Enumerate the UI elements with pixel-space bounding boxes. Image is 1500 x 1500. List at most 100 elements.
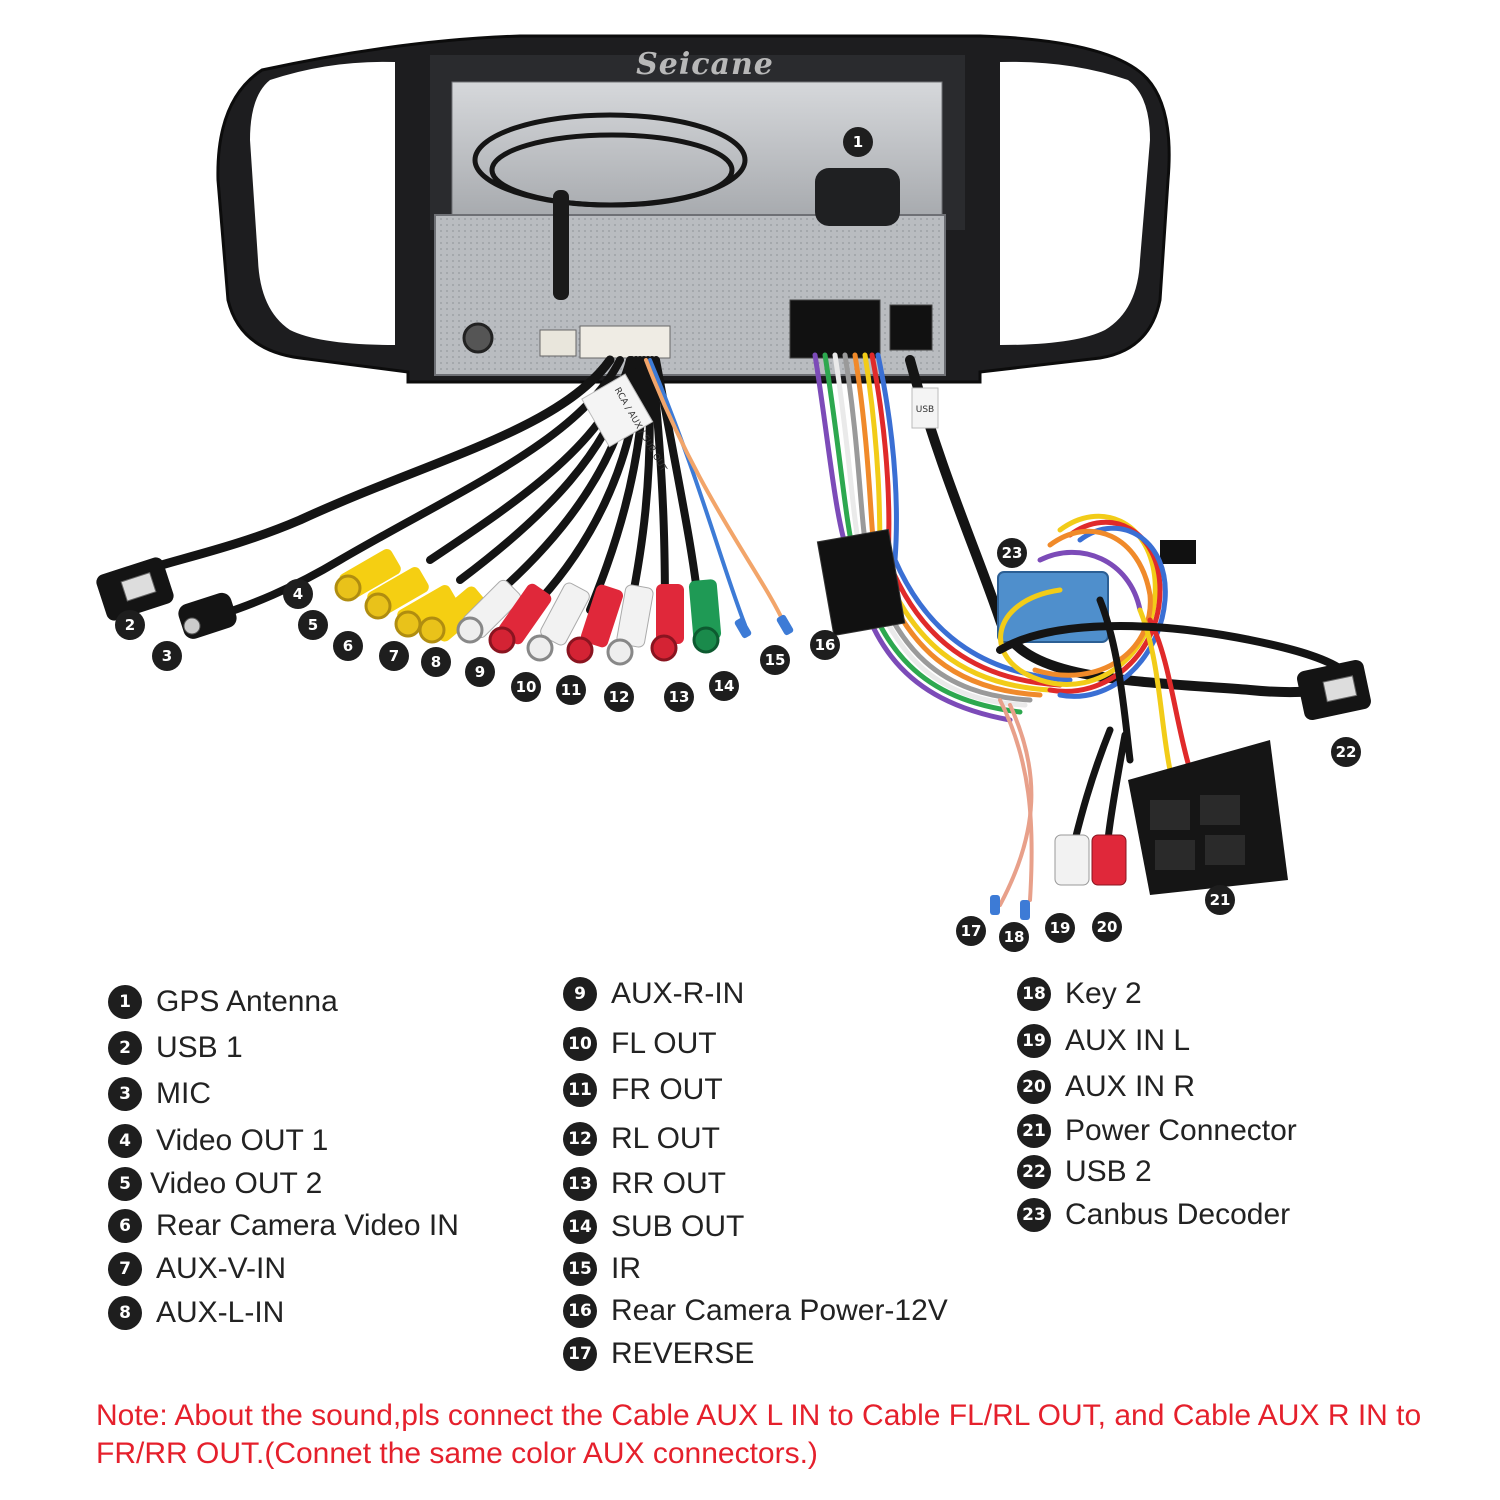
- rca-rr-out: [650, 584, 684, 662]
- legend-number: 12: [563, 1122, 597, 1156]
- legend-label: Power Connector: [1065, 1114, 1297, 1147]
- svg-text:11: 11: [561, 681, 582, 699]
- legend-label: AUX-R-IN: [611, 977, 745, 1010]
- svg-text:20: 20: [1097, 918, 1118, 936]
- callout-3: 3: [152, 641, 182, 671]
- cable-cam-power: [644, 358, 787, 627]
- harness-wire-blue: [875, 352, 1073, 683]
- legend-number: 7: [108, 1252, 142, 1286]
- cam-power-wire-end: [776, 614, 794, 636]
- legend-label: Rear Camera Power-12V: [611, 1294, 948, 1327]
- legend-label: Canbus Decoder: [1065, 1198, 1291, 1231]
- rca-connectors: [334, 549, 794, 666]
- key2-wire-end: [1020, 900, 1030, 920]
- callout-5: 5: [298, 610, 328, 640]
- frame-right-window: [1000, 61, 1150, 346]
- rca-video-out-2: [364, 567, 429, 620]
- legend-number: 22: [1017, 1155, 1051, 1189]
- rca-aux-v-in: [418, 586, 488, 644]
- head-unit: Seicane: [216, 34, 1171, 384]
- usb-cable-tag-text: USB: [916, 405, 934, 415]
- svg-text:21: 21: [1210, 891, 1231, 909]
- callout-14: 14: [709, 671, 739, 701]
- svg-text:19: 19: [1050, 919, 1071, 937]
- legend-label: FL OUT: [611, 1027, 717, 1060]
- callout-18: 18: [999, 922, 1029, 952]
- socket-left: [539, 329, 577, 357]
- legend-number: 19: [1017, 1024, 1051, 1058]
- legend-item: 4 Video OUT 1: [108, 1124, 328, 1158]
- rca-aux-r-in: [488, 583, 552, 654]
- callout-4: 4: [283, 579, 313, 609]
- callout-21: 21: [1205, 885, 1235, 915]
- legend-number: 17: [563, 1337, 597, 1371]
- power-connector: [1128, 740, 1288, 895]
- callout-19: 19: [1045, 913, 1075, 943]
- rca-sub-out: [688, 579, 722, 654]
- callout-16: 16: [810, 630, 840, 660]
- callout-9: 9: [465, 657, 495, 687]
- legend-number: 11: [563, 1073, 597, 1107]
- legend-label: MIC: [156, 1077, 211, 1110]
- legend-label: FR OUT: [611, 1073, 723, 1106]
- legend-label: USB 1: [156, 1031, 243, 1064]
- callout-23: 23: [997, 538, 1027, 568]
- usb1-connector: [96, 557, 174, 621]
- legend-label: Rear Camera Video IN: [156, 1209, 459, 1242]
- callout-12: 12: [604, 682, 634, 712]
- socket-rca: [579, 325, 671, 359]
- legend-number: 20: [1017, 1070, 1051, 1104]
- svg-text:1: 1: [853, 133, 863, 151]
- legend-number: 13: [563, 1167, 597, 1201]
- usb2-connector: [1297, 659, 1371, 721]
- svg-text:8: 8: [431, 653, 441, 671]
- frame-left-window: [250, 61, 395, 346]
- svg-text:2: 2: [125, 616, 135, 634]
- legend-number: 14: [563, 1210, 597, 1244]
- legend-label: USB 2: [1065, 1155, 1152, 1188]
- svg-text:17: 17: [961, 922, 982, 940]
- callout-8: 8: [421, 647, 451, 677]
- harness-mid-plug: [816, 528, 906, 637]
- wifi-antenna: [553, 190, 569, 300]
- rca-cable-tag: [581, 373, 654, 448]
- svg-text:7: 7: [389, 647, 399, 665]
- legend-label: Video OUT 1: [156, 1124, 329, 1157]
- callout-6: 6: [333, 631, 363, 661]
- callout-20: 20: [1092, 912, 1122, 942]
- svg-text:12: 12: [609, 688, 630, 706]
- legend-number: 3: [108, 1077, 142, 1111]
- svg-text:6: 6: [343, 637, 353, 655]
- legend-label: RL OUT: [611, 1122, 720, 1155]
- loom-coil: [996, 513, 1349, 773]
- callout-7: 7: [379, 641, 409, 671]
- legend-number: 4: [108, 1124, 142, 1158]
- legend-item: 3 MIC: [108, 1077, 211, 1111]
- cable-usb1: [115, 355, 615, 583]
- ground-stud: [462, 322, 494, 354]
- callout-13: 13: [664, 682, 694, 712]
- legend-item: 12 RL OUT: [563, 1122, 720, 1156]
- svg-text:23: 23: [1002, 544, 1023, 562]
- legend-item: 2 USB 1: [108, 1031, 243, 1065]
- svg-text:22: 22: [1336, 743, 1357, 761]
- svg-text:18: 18: [1004, 928, 1025, 946]
- callout-17: 17: [956, 916, 986, 946]
- canbus-plug: [1160, 540, 1196, 564]
- rca-camera-in: [394, 585, 459, 638]
- legend-item: 11 FR OUT: [563, 1073, 723, 1107]
- legend-number: 2: [108, 1031, 142, 1065]
- mic-jack: [178, 592, 237, 639]
- cable-ir: [648, 358, 747, 627]
- svg-text:16: 16: [815, 636, 836, 654]
- cable-mic: [216, 356, 624, 619]
- svg-text:5: 5: [308, 616, 318, 634]
